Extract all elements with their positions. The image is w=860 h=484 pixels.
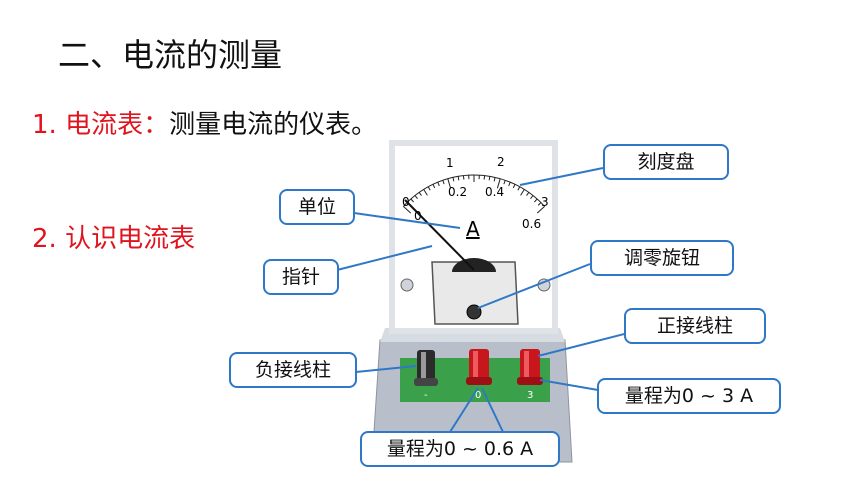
scale-tick [503, 180, 506, 185]
terminal-label-minus: - [424, 390, 428, 401]
scale-tick [447, 178, 452, 189]
callout-range-3a: 量程为0 ~ 3 A [597, 378, 781, 414]
screw-left-icon [400, 278, 414, 292]
scale-tick [493, 177, 496, 182]
callout-positive-terminal: 正接线柱 [624, 308, 766, 344]
unit-symbol: A [466, 217, 480, 241]
scale-tick [437, 182, 440, 187]
scale-label-1: 1 [446, 156, 454, 170]
screw-right-icon [537, 278, 551, 292]
callout-unit: 单位 [279, 189, 355, 225]
scale-tick [423, 189, 428, 196]
terminal-0-6a [466, 349, 492, 385]
scale-label-0.6: 0.6 [522, 217, 541, 231]
item-1-label: 1. 电流表： [32, 110, 170, 140]
scale-tick [517, 186, 521, 191]
scale-tick [526, 192, 530, 196]
item-ammeter-definition: 1. 电流表：测量电流的仪表。 [32, 104, 377, 141]
item-1-text: 测量电流的仪表。 [169, 110, 378, 140]
callout-negative-terminal: 负接线柱 [229, 352, 357, 388]
scale-label-0.4: 0.4 [485, 185, 504, 199]
zero-adjust-knob [466, 304, 482, 320]
scale-label-2: 2 [497, 155, 505, 169]
terminal-label-0: 0 [475, 390, 481, 401]
callout-zero-knob: 调零旋钮 [590, 240, 734, 276]
scale-tick [508, 182, 511, 187]
scale-tick [414, 195, 418, 200]
pointer-needle [404, 199, 475, 271]
scale-tick [530, 195, 534, 200]
scale-tick [442, 180, 445, 185]
terminal-3a [517, 349, 543, 385]
scale-label-0.2: 0.2 [448, 185, 467, 199]
meter-face-frame [389, 140, 558, 334]
scale-label-0-bottom: 0 [414, 209, 422, 223]
page-title: 二、电流的测量 [58, 36, 283, 74]
scale-ticks [403, 174, 545, 214]
scale-tick [432, 184, 436, 189]
scale-tick [457, 176, 460, 181]
scale-label-0: 0 [402, 195, 410, 209]
scale-tick [537, 202, 542, 206]
scale-tick [418, 192, 422, 196]
terminal-label-3: 3 [527, 390, 533, 401]
scale-tick [512, 184, 516, 189]
scale-tick [520, 189, 525, 196]
scale-tick [403, 206, 412, 214]
scale-label-3: 3 [541, 195, 549, 209]
scale-tick [488, 176, 491, 181]
scale-arc [403, 174, 545, 207]
callout-pointer: 指针 [263, 259, 339, 295]
scale-tick [406, 202, 411, 206]
scale-tick [462, 175, 465, 180]
scale-tick [536, 206, 545, 214]
scale-tick [534, 198, 538, 203]
callout-scale: 刻度盘 [603, 144, 729, 180]
scale-tick [427, 186, 431, 191]
callout-range-06a: 量程为0 ~ 0.6 A [360, 431, 560, 467]
item-2-label: 2. 认识电流表 [32, 224, 196, 254]
scale-tick [410, 198, 414, 203]
negative-terminal [414, 350, 438, 386]
scale-tick [483, 175, 486, 180]
scale-tick [496, 178, 501, 189]
scale-tick [452, 177, 455, 182]
